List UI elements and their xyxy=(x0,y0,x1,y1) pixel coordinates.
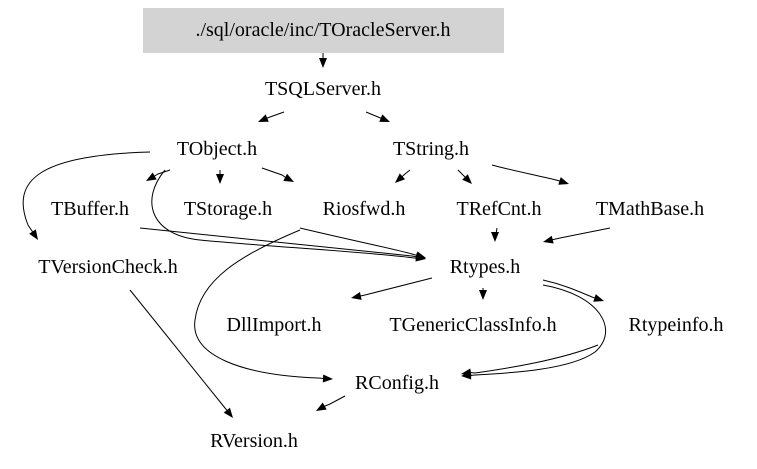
edge-arrowhead xyxy=(462,174,472,184)
edge-line xyxy=(365,111,382,119)
edge-trefcnt-to-rtypes xyxy=(491,227,499,242)
edge-arrowhead xyxy=(322,374,333,383)
edge-arrowhead xyxy=(351,291,362,300)
edge-rtypeinfo-to-rconfig xyxy=(461,344,599,377)
node-tmathbase[interactable]: TMathBase.h xyxy=(596,198,704,220)
edge-arrowhead xyxy=(543,235,554,244)
edge-arrowhead xyxy=(29,229,38,240)
edge-tstring-to-trefcnt xyxy=(457,169,472,184)
edge-tstring-to-tmathbase xyxy=(491,164,569,185)
node-tstring[interactable]: TString.h xyxy=(393,138,469,160)
edges-layer xyxy=(22,52,611,418)
nodes-layer: ./sql/oracle/inc/TOracleServer.hTSQLServ… xyxy=(38,8,724,452)
edge-line xyxy=(469,344,599,374)
edge-tbuffer-to-rtypes xyxy=(139,227,426,261)
edge-arrowhead xyxy=(216,174,224,184)
edge-line xyxy=(359,277,433,297)
node-rtypeinfo[interactable]: Rtypeinfo.h xyxy=(629,314,724,336)
edge-arrowhead xyxy=(283,173,294,182)
edge-arrowhead xyxy=(316,402,327,411)
edge-arrowhead xyxy=(479,290,487,300)
edge-tobject-to-tversioncheck xyxy=(22,151,151,240)
edge-rtypes-to-tgenericclassinfo xyxy=(479,288,487,300)
edge-arrowhead xyxy=(593,294,604,302)
edge-line xyxy=(401,169,411,178)
edge-arrowhead xyxy=(319,58,327,68)
edge-line xyxy=(194,229,325,380)
edge-tsqlserver-to-tobject xyxy=(258,111,285,122)
node-tobject[interactable]: TObject.h xyxy=(177,138,257,160)
node-trefcnt[interactable]: TRefCnt.h xyxy=(457,198,542,220)
node-dllimport[interactable]: DllImport.h xyxy=(227,314,322,336)
node-tsqlserver[interactable]: TSQLServer.h xyxy=(265,78,381,100)
edge-line xyxy=(266,111,285,119)
edge-tobject-to-tbuffer xyxy=(146,169,171,181)
edge-rconfig-to-rversion xyxy=(316,395,346,411)
edge-tobject-to-riosfwd xyxy=(261,167,294,182)
edge-tversioncheck-to-rversion xyxy=(129,289,233,418)
edge-root-to-tsqlserver xyxy=(319,52,327,68)
edge-rtypes-to-rtypeinfo xyxy=(542,279,604,302)
node-tgenericclassinfo[interactable]: TGenericClassInfo.h xyxy=(389,314,556,336)
edge-line xyxy=(139,227,418,258)
edge-arrowhead xyxy=(258,114,269,122)
node-riosfwd[interactable]: Riosfwd.h xyxy=(323,198,406,220)
node-rtypes[interactable]: Rtypes.h xyxy=(450,256,521,278)
edge-arrowhead xyxy=(415,251,426,260)
edge-tsqlserver-to-tstring xyxy=(365,111,390,122)
edge-line xyxy=(491,164,561,182)
edge-arrowhead xyxy=(491,232,499,242)
node-tstorage[interactable]: TStorage.h xyxy=(184,198,272,220)
edge-line xyxy=(129,289,228,412)
node-tbuffer[interactable]: TBuffer.h xyxy=(51,198,129,220)
node-tversioncheck[interactable]: TVersionCheck.h xyxy=(38,256,177,278)
edge-arrowhead xyxy=(461,368,472,377)
edge-line xyxy=(153,169,171,177)
edge-line xyxy=(542,279,596,299)
edge-line xyxy=(151,169,418,259)
edge-rtypes-to-dllimport xyxy=(351,277,433,300)
edge-arrowhead xyxy=(379,114,390,122)
node-rversion[interactable]: RVersion.h xyxy=(210,430,298,452)
edge-line xyxy=(469,284,606,377)
edge-tobject-to-tstorage xyxy=(216,170,224,184)
node-root[interactable]: ./sql/oracle/inc/TOracleServer.h xyxy=(195,19,450,41)
edge-arrowhead xyxy=(395,173,406,183)
edge-line xyxy=(551,227,611,241)
edge-arrowhead xyxy=(223,407,233,418)
edge-arrowhead xyxy=(146,172,157,181)
node-rconfig[interactable]: RConfig.h xyxy=(355,372,439,394)
root-node-box[interactable] xyxy=(143,8,504,53)
edge-tstring-to-riosfwd xyxy=(395,169,411,183)
edge-tmathbase-to-rtypes xyxy=(543,227,611,244)
edge-riosfwd-to-rtypes xyxy=(299,227,426,260)
edge-line xyxy=(323,395,346,407)
edge-arrowhead xyxy=(558,177,569,185)
edge-riosfwd-to-rconfig xyxy=(194,229,333,383)
edge-line xyxy=(299,227,418,256)
edge-line xyxy=(261,167,287,179)
edge-line xyxy=(22,151,151,233)
edge-line xyxy=(457,169,467,179)
